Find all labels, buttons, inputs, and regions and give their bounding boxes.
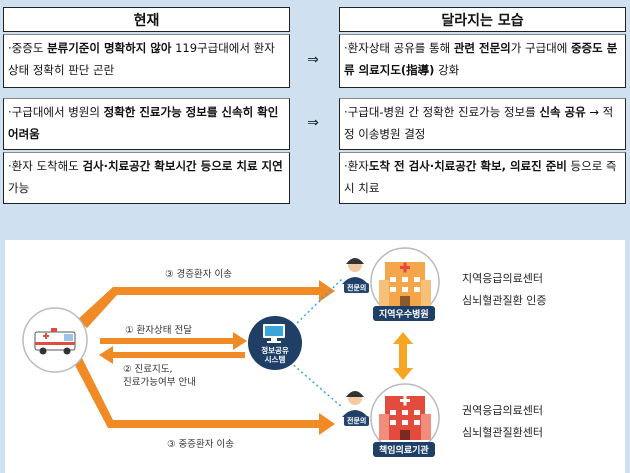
emphasis-text: 관련 전문의 — [453, 41, 511, 55]
system-label-line1: 정보공유 — [261, 346, 289, 355]
severe-transfer-arrow — [67, 348, 335, 435]
doctor-icon-top — [342, 258, 368, 284]
header-current: 현재 — [3, 7, 290, 32]
ambulance-icon — [34, 328, 76, 355]
guidance-label-line1: ② 진료지도, — [123, 364, 173, 375]
changes-row-2: ·구급대-병원 간 정확한 진료가능 정보를 신속 공유 → 적정 이송병원 결… — [339, 98, 626, 150]
system-label-line2: 시스템 — [264, 355, 286, 364]
regional-hospital-icon — [379, 262, 431, 306]
regional-emergency-center-text: 지역응급의료센터 심뇌혈관질환 인증 — [462, 268, 546, 312]
status-transfer-arrow — [100, 332, 247, 350]
diagram-graphics — [22, 247, 440, 453]
body-text: 강화 — [434, 63, 460, 77]
body-text: 등으로 즉시 치료 — [344, 159, 617, 195]
provincial-center-line2: 심뇌혈관질환센터 — [462, 426, 543, 439]
regional-center-line1: 지역응급의료센터 — [462, 272, 543, 285]
body-text: ·환자 — [344, 159, 369, 173]
mild-transfer-arrow — [77, 280, 335, 328]
body-text: ·환자 도착해도 — [8, 159, 83, 173]
regional-hospital-label: 지역우수병원 — [373, 306, 435, 321]
body-text: 가 구급대에 — [510, 41, 571, 55]
guidance-label-line2: 진료가능여부 안내 — [123, 377, 196, 388]
arrow-row-2: ⇒ — [307, 115, 319, 131]
responsible-hospital-icon — [379, 395, 431, 440]
body-text: → 적정 이송병원 결정 — [344, 105, 614, 141]
emphasis-text: 분류기준이 명확하지 않아 — [47, 41, 172, 55]
changes-row-3: ·환자도착 전 검사·치료공간 확보, 의료진 준비 등으로 즉시 치료 — [339, 152, 626, 204]
doctor-label-bottom: 전문의 — [344, 416, 370, 426]
guidance-label: ② 진료지도, 진료가능여부 안내 — [123, 363, 196, 389]
doctor-label-top: 전문의 — [344, 283, 370, 293]
body-text: ·중증도 — [8, 41, 48, 55]
system-label: 정보공유 시스템 — [260, 346, 290, 364]
body-text: 가능 — [8, 181, 30, 195]
body-text: ·구급대에서 병원의 — [8, 105, 104, 119]
changes-row-1: ·환자상태 공유를 통해 관련 전문의가 구급대에 중증도 분류 의료지도(指導… — [339, 34, 626, 88]
guidance-arrow — [99, 346, 245, 364]
responsible-hospital-label: 책임의료기관 — [373, 442, 435, 457]
regional-center-line2: 심뇌혈관질환 인증 — [462, 294, 547, 307]
bidirectional-arrow — [393, 332, 413, 380]
body-text: ·구급대-병원 간 정확한 진료가능 정보를 — [344, 105, 540, 119]
dotted-link-top — [289, 277, 344, 331]
emphasis-text: 도착 전 검사·치료공간 확보, 의료진 준비 — [368, 159, 567, 173]
current-row-2: ·구급대에서 병원의 정확한 진료가능 정보를 신속히 확인 어려움 — [3, 98, 290, 150]
provincial-emergency-center-text: 권역응급의료센터 심뇌혈관질환센터 — [462, 400, 543, 444]
dotted-link-bottom — [289, 361, 344, 409]
arrow-row-1: ⇒ — [307, 52, 319, 68]
monitor-icon — [263, 324, 285, 343]
emphasis-text: 검사·치료공간 확보시간 등으로 치료 지연 — [82, 159, 283, 173]
header-changes: 달라지는 모습 — [339, 7, 626, 32]
current-row-1: ·중증도 분류기준이 명확하지 않아 119구급대에서 환자상태 정확히 판단 … — [3, 34, 290, 88]
emphasis-text: 정확한 진료가능 정보를 신속히 확인 어려움 — [8, 105, 279, 141]
severe-transfer-label: ③ 중증환자 이송 — [167, 439, 234, 450]
status-transfer-label: ① 환자상태 전달 — [125, 325, 192, 336]
doctor-icon-bottom — [342, 391, 368, 417]
current-row-3: ·환자 도착해도 검사·치료공간 확보시간 등으로 치료 지연 가능 — [3, 152, 290, 204]
body-text: 119구급대에서 환자상태 정확히 판단 곤란 — [8, 41, 275, 77]
emphasis-text: 신속 공유 — [539, 105, 586, 119]
emphasis-text: 중증도 분류 의료지도(指導) — [344, 41, 618, 77]
mild-transfer-label: ③ 경증환자 이송 — [165, 269, 232, 280]
body-text: ·환자상태 공유를 통해 — [344, 41, 454, 55]
ems-flow-diagram: ③ 경증환자 이송 ① 환자상태 전달 ② 진료지도, 진료가능여부 안내 ③ … — [5, 240, 625, 473]
provincial-center-line1: 권역응급의료센터 — [462, 404, 543, 417]
